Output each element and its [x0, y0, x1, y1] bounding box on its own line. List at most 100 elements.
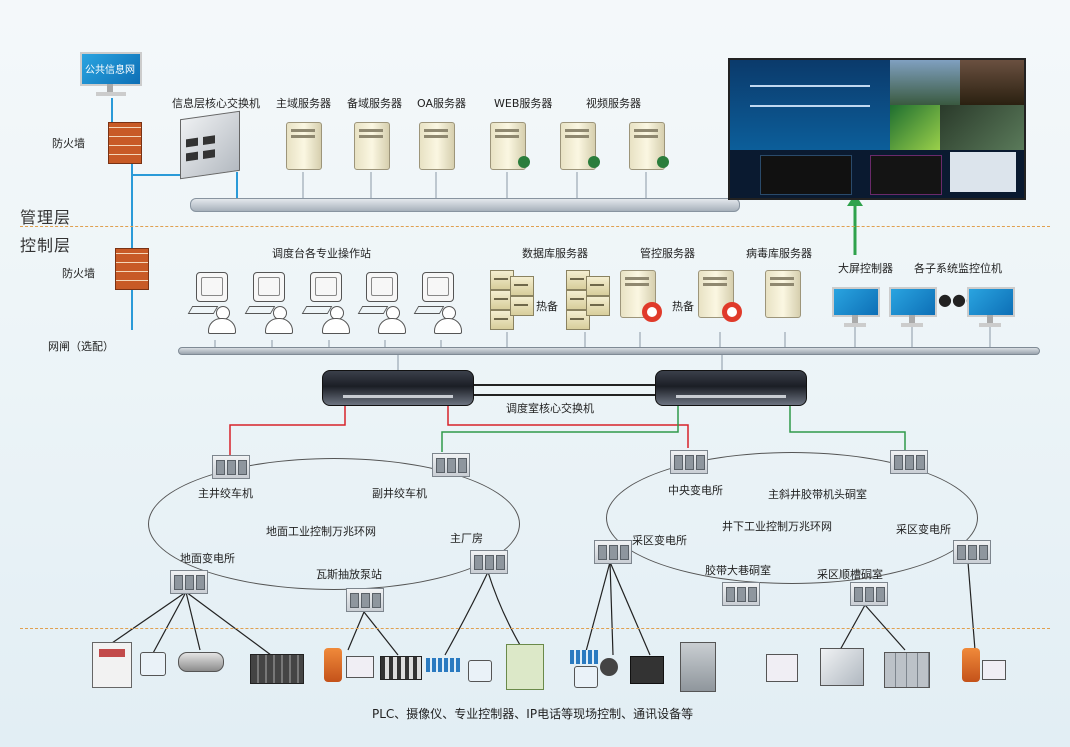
- public-network-label: 公共信息网: [85, 65, 135, 76]
- surface-node-label: 瓦斯抽放泵站: [316, 568, 382, 581]
- ring-switch-icon: [170, 570, 208, 594]
- ring-switch-icon: [594, 540, 632, 564]
- info-core-switch-label: 信息层核心交换机: [172, 97, 260, 110]
- globe-icon: [657, 156, 669, 168]
- gateway-label: 网闸（选配）: [48, 340, 114, 353]
- circuit-board-icon: [506, 644, 544, 690]
- server-box-icon: [820, 648, 864, 686]
- surface-node-label: 地面变电所: [180, 552, 235, 565]
- operator-station-icon: [357, 272, 406, 334]
- control-layer-label: 控制层: [20, 236, 72, 255]
- firewall-label-top: 防火墙: [52, 137, 85, 150]
- operator-station-icon: [244, 272, 293, 334]
- ring-switch-icon: [670, 450, 708, 474]
- globe-icon: [588, 156, 600, 168]
- dispatch-switch-label: 调度室核心交换机: [506, 402, 594, 415]
- surface-node-label: 副井绞车机: [372, 487, 427, 500]
- underground-node-label: 胶带大巷硐室: [705, 564, 771, 577]
- server-label-domain: 主域服务器: [276, 97, 331, 110]
- domain-server-icon: [286, 122, 322, 170]
- ring-switch-icon: [953, 540, 991, 564]
- camera-icon: [178, 652, 224, 672]
- lifebuoy-icon: [642, 302, 662, 322]
- mgmt-server-label: 管控服务器: [640, 247, 695, 260]
- field-divider: [20, 628, 1050, 629]
- surface-ring-title: 地面工业控制万兆环网: [266, 525, 376, 538]
- controller-icon: [324, 648, 342, 682]
- db-rack-icon: [510, 296, 534, 316]
- underground-node-label: 采区顺槽硐室: [817, 568, 883, 581]
- display-icon: [766, 654, 798, 682]
- computer-icon: [574, 666, 598, 688]
- virus-server-label: 病毒库服务器: [746, 247, 812, 260]
- film-icon: [380, 656, 422, 680]
- db-rack-icon: [566, 310, 590, 330]
- management-bus: [190, 198, 740, 212]
- ring-switch-icon: [432, 453, 470, 477]
- globe-icon: [518, 156, 530, 168]
- dispatch-core-switch-left: [322, 370, 474, 406]
- monitor-stack-icon: [630, 656, 664, 684]
- operator-station-icon: [301, 272, 350, 334]
- subsys-label: 各子系统监控位机: [914, 262, 1002, 275]
- server-label-video: 视频服务器: [586, 97, 641, 110]
- db-rack-icon: [510, 276, 534, 296]
- operator-station-icon: [413, 272, 462, 334]
- ring-switch-icon: [850, 582, 888, 606]
- ring-switch-icon: [722, 582, 760, 606]
- hot-standby-label-2: 热备: [672, 300, 694, 313]
- server-label-backup-domain: 备域服务器: [347, 97, 402, 110]
- computer-icon: [140, 652, 166, 676]
- db-rack-icon: [586, 296, 610, 316]
- cabinet-icon: [884, 652, 930, 688]
- management-layer-label: 管理层: [20, 208, 72, 227]
- footer-caption: PLC、摄像仪、专业控制器、IP电话等现场控制、通讯设备等: [372, 707, 694, 721]
- virus-server-icon: [765, 270, 801, 318]
- operators-label: 调度台各专业操作站: [272, 247, 371, 260]
- underground-ring: [606, 452, 978, 584]
- server-label-oa: OA服务器: [417, 97, 466, 110]
- io-module-icon: [570, 650, 598, 664]
- backup-domain-server-icon: [354, 122, 390, 170]
- computer-icon: [468, 660, 492, 682]
- operator-station-icon: [187, 272, 236, 334]
- ring-switch-icon: [470, 550, 508, 574]
- subsys-monitor: [889, 287, 937, 329]
- info-core-switch-icon: [180, 110, 240, 180]
- web-server-icon: [490, 122, 526, 170]
- db-server-label: 数据库服务器: [522, 247, 588, 260]
- firewall-icon-control: [115, 248, 149, 290]
- control-panel-icon: [92, 642, 132, 688]
- dispatch-core-switch-right: [655, 370, 807, 406]
- io-module-icon: [426, 658, 460, 672]
- db-rack-icon: [586, 276, 610, 296]
- speaker-icon: [600, 658, 618, 676]
- subsys-monitor: [967, 287, 1015, 329]
- controller-icon: [962, 648, 980, 682]
- ring-switch-icon: [890, 450, 928, 474]
- underground-ring-title: 井下工业控制万兆环网: [722, 520, 832, 533]
- control-bus: [178, 347, 1040, 355]
- public-network-monitor: [80, 52, 142, 100]
- db-rack-icon: [490, 310, 514, 330]
- server-label-web: WEB服务器: [494, 97, 553, 110]
- cabinet-icon: [680, 642, 716, 692]
- underground-node-label: 中央变电所: [668, 484, 723, 497]
- surface-ring: [148, 458, 520, 590]
- big-screen-controller-monitor: [832, 287, 880, 329]
- layer-divider: [20, 226, 1050, 227]
- video-wall: [728, 58, 1026, 200]
- underground-node-label: 采区变电所: [632, 534, 687, 547]
- underground-node-label: 采区变电所: [896, 523, 951, 536]
- ring-switch-icon: [346, 588, 384, 612]
- ring-switch-icon: [212, 455, 250, 479]
- hot-standby-label-1: 热备: [536, 300, 558, 313]
- underground-node-label: 主斜井胶带机头硐室: [768, 488, 867, 501]
- firewall-icon-top: [108, 122, 142, 164]
- big-screen-label: 大屏控制器: [838, 262, 893, 275]
- surface-node-label: 主厂房: [450, 532, 483, 545]
- oa-server-icon: [419, 122, 455, 170]
- plc-rack-icon: [250, 654, 304, 684]
- lifebuoy-icon: [722, 302, 742, 322]
